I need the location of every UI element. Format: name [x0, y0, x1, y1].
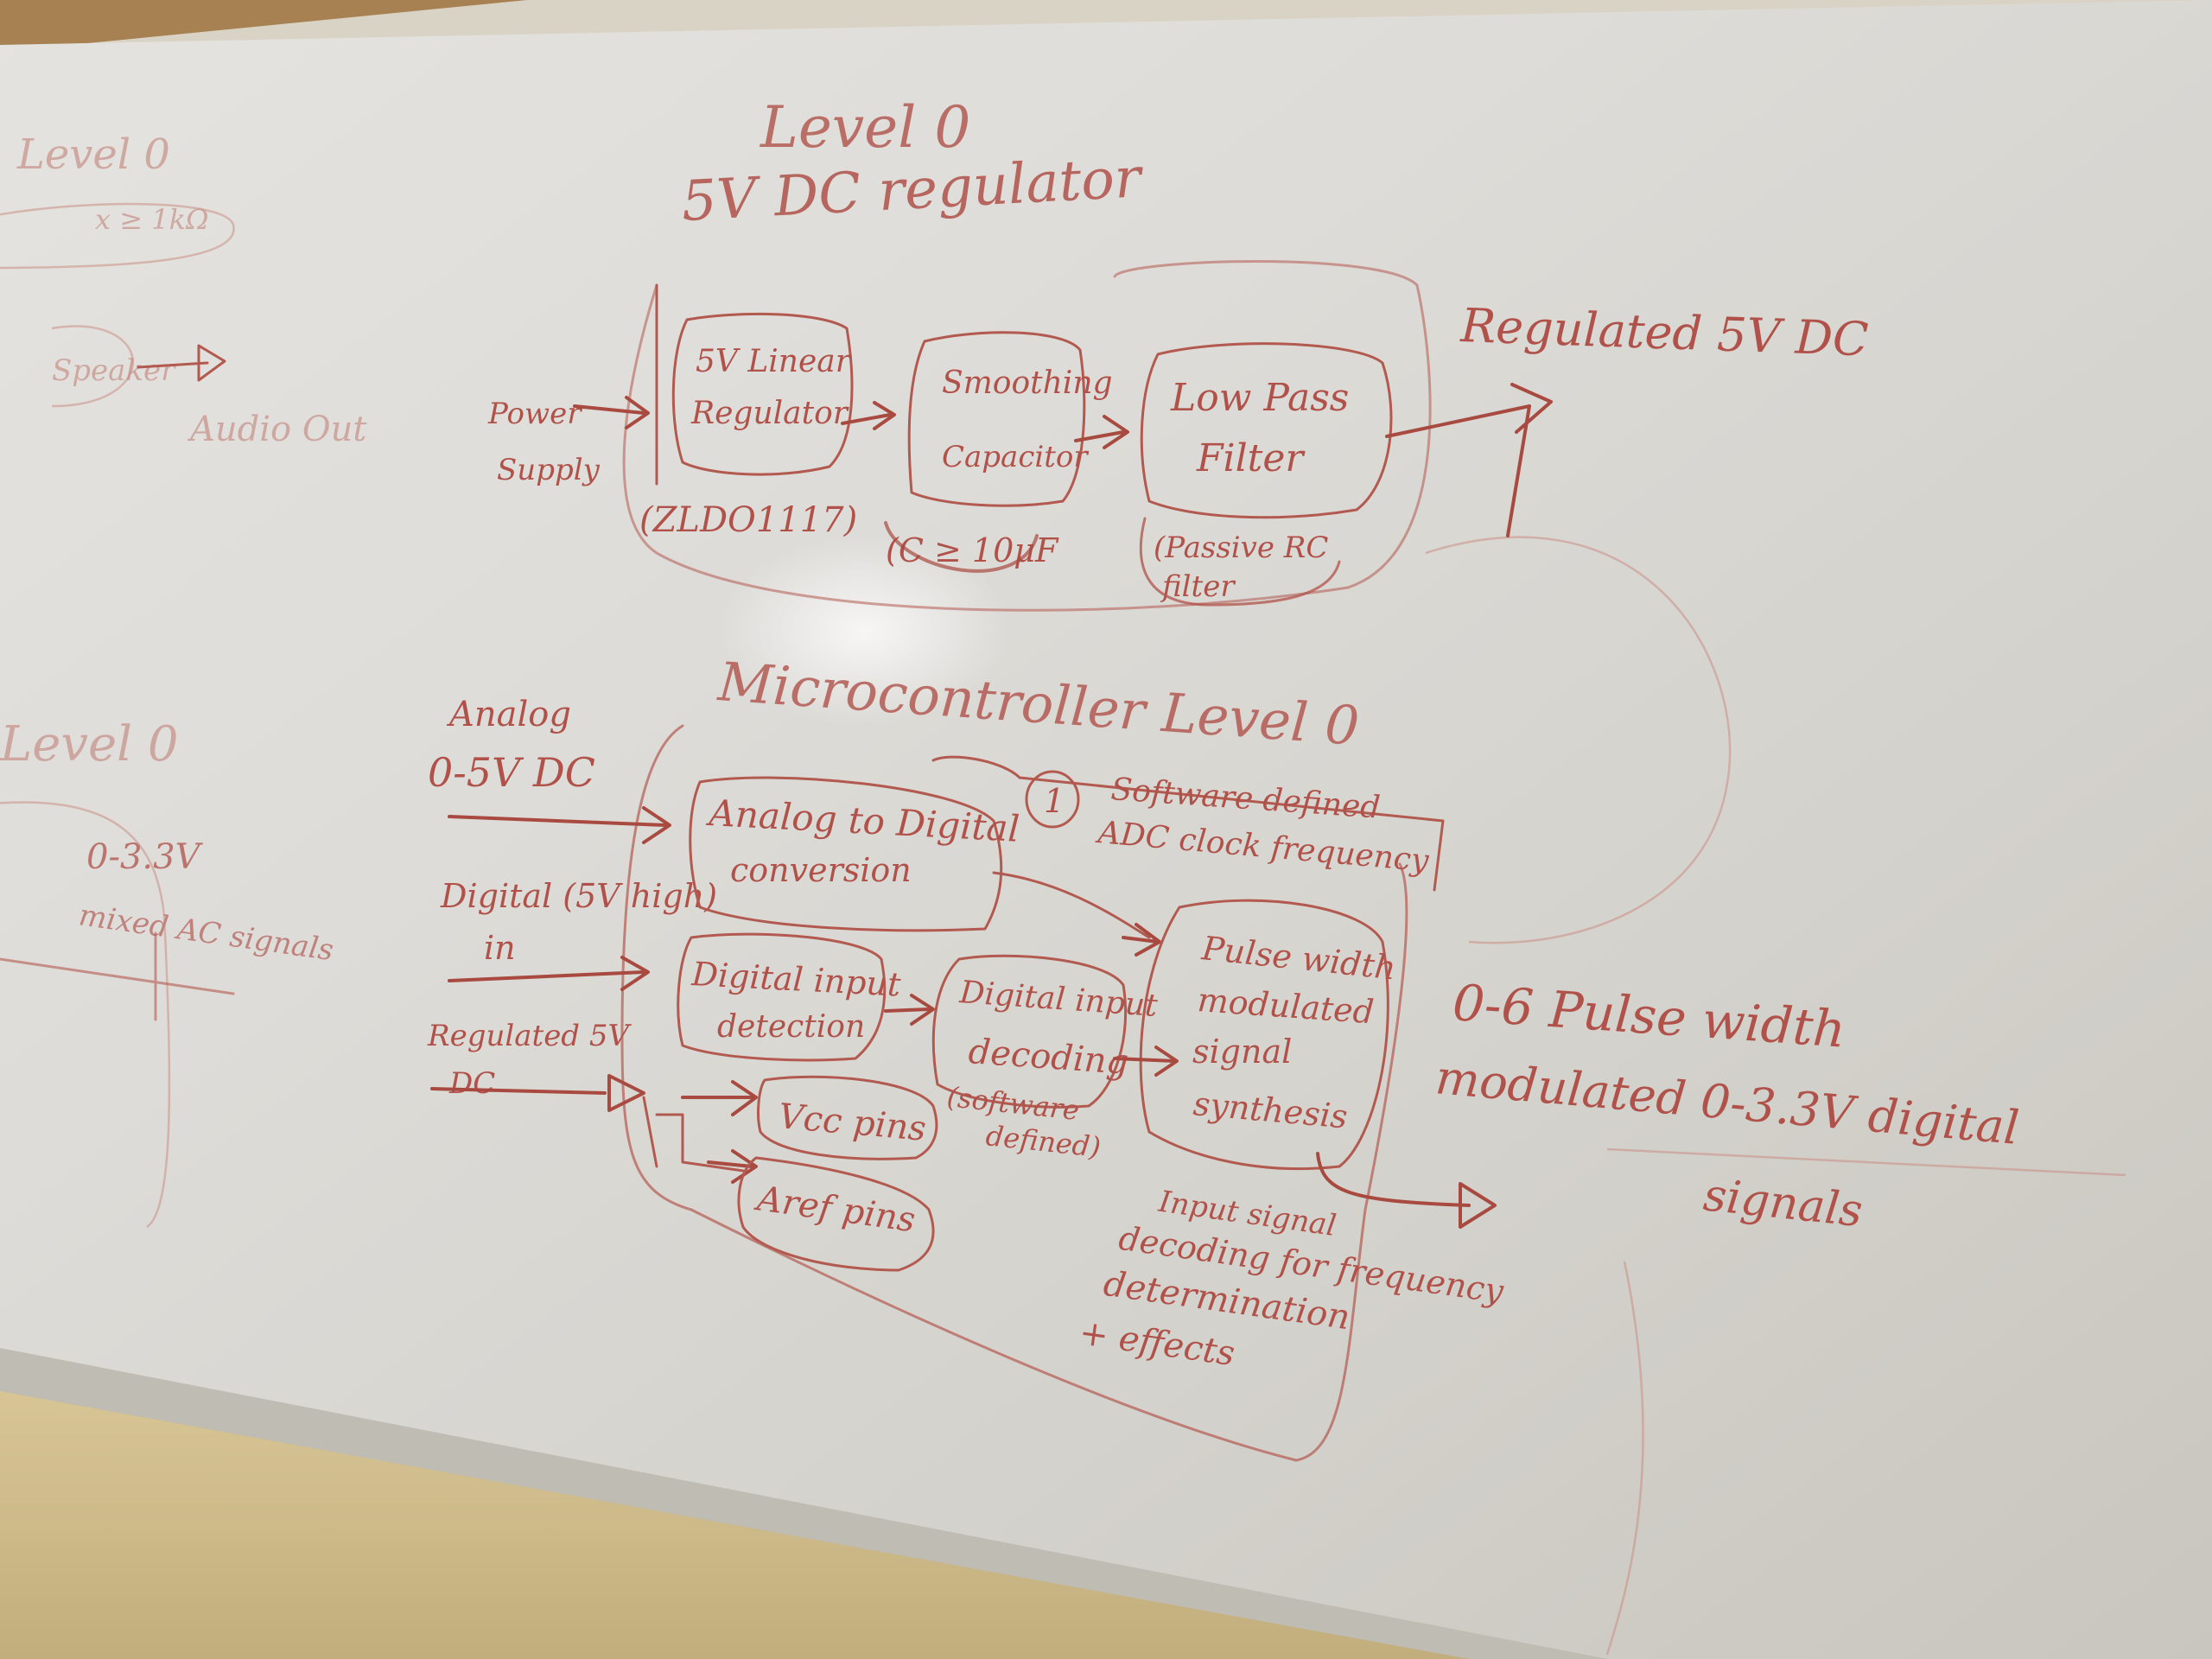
adc-block — [689, 776, 1003, 932]
aref-arrow — [707, 1149, 758, 1184]
marker-tray — [0, 1348, 1607, 1659]
capacitor-note-bracket — [884, 521, 1039, 573]
analog-input-arrow — [448, 806, 671, 844]
regulator-part-number: (ZLDO1117) — [639, 500, 857, 540]
pwm-output-arrow — [1316, 1152, 1497, 1229]
adc-to-pwm-line — [992, 871, 1151, 939]
left-top-arrow — [137, 344, 226, 382]
power-input-label-2: Supply — [497, 453, 601, 487]
left-top-speaker-box — [51, 325, 134, 408]
capacitor-rating: (C ≥ 10μF — [886, 531, 1059, 569]
regulator-block — [671, 312, 854, 476]
detection-block — [677, 932, 887, 1062]
adc-label-2: conversion — [730, 851, 912, 889]
filter-note-bracket — [1139, 517, 1341, 607]
left-bottom-voltage: 0-3.3V — [86, 837, 204, 877]
digital-input-label-1: Digital (5V high) — [440, 877, 717, 915]
clock-marker-circle — [1025, 770, 1080, 829]
decoding-block — [931, 954, 1128, 1109]
left-bottom-title: Level 0 — [0, 716, 178, 772]
vcc-arrow — [681, 1080, 758, 1116]
power-title-level: Level 0 — [760, 94, 970, 161]
regulator-label-2: Regulator — [690, 396, 849, 431]
filter-block — [1140, 342, 1393, 519]
ghost-stroke — [1425, 536, 1732, 944]
power-outer-boundary — [622, 260, 1432, 612]
frame-top-corner — [0, 0, 527, 52]
adc-to-pwm-arrow — [1122, 923, 1161, 957]
left-fragment-top: Level 0 x ≥ 1kΩ Speaker Audio Out — [0, 130, 367, 449]
filter-label-2: Filter — [1196, 436, 1306, 480]
left-bottom-box — [0, 801, 171, 1229]
power-input-arrow — [573, 396, 650, 429]
capacitor-label-2: Capacitor — [942, 440, 1089, 474]
detection-to-decoding-arrow — [884, 994, 935, 1026]
ghost-stroke — [1605, 1261, 1644, 1656]
clock-box — [931, 755, 1445, 892]
left-top-speaker: Speaker — [52, 353, 176, 388]
left-top-audio-out: Audio Out — [187, 410, 367, 449]
regulator-label-1: 5V Linear — [696, 344, 852, 379]
light-glare — [717, 536, 1011, 726]
power-output-tail — [1506, 404, 1531, 537]
clock-marker-number: 1 — [1044, 782, 1065, 820]
capacitor-to-filter-arrow — [1074, 415, 1129, 449]
detection-label-2: detection — [717, 1009, 865, 1045]
regulator-to-capacitor-arrow — [841, 401, 896, 430]
ghost-stroke — [1606, 1147, 2126, 1177]
wall-bottom — [0, 1391, 1469, 1659]
digital-input-label-2: in — [484, 929, 516, 967]
filter-note-1: (Passive RC — [1154, 531, 1328, 565]
digital-input-arrow — [448, 956, 650, 991]
capacitor-block — [907, 331, 1086, 507]
decoding-to-pwm-arrow — [1113, 1046, 1179, 1077]
capacitor-label-1: Smoothing — [942, 365, 1113, 401]
micro-outer-boundary — [620, 724, 1408, 1462]
left-top-title: Level 0 — [16, 130, 170, 179]
regulated-input-label-1: Regulated 5V — [427, 1019, 632, 1053]
left-top-box — [0, 202, 235, 270]
power-input-label-1: Power — [487, 397, 582, 431]
power-distribution-lines — [642, 1096, 745, 1173]
aref-block — [737, 1156, 935, 1272]
regulated-input-label-2: DC — [448, 1066, 495, 1101]
filter-label-1: Low Pass — [1170, 376, 1349, 420]
regulated-input-arrow — [430, 1074, 645, 1112]
left-bottom-arrow — [0, 931, 235, 1021]
pwm-block — [1139, 899, 1389, 1171]
left-top-resistor: x ≥ 1kΩ — [95, 203, 208, 236]
vcc-block — [757, 1075, 938, 1160]
pwm-label-3: signal — [1192, 1033, 1292, 1071]
analog-input-label-1: Analog — [446, 695, 571, 734]
analog-input-label-2: 0-5V DC — [428, 749, 595, 796]
